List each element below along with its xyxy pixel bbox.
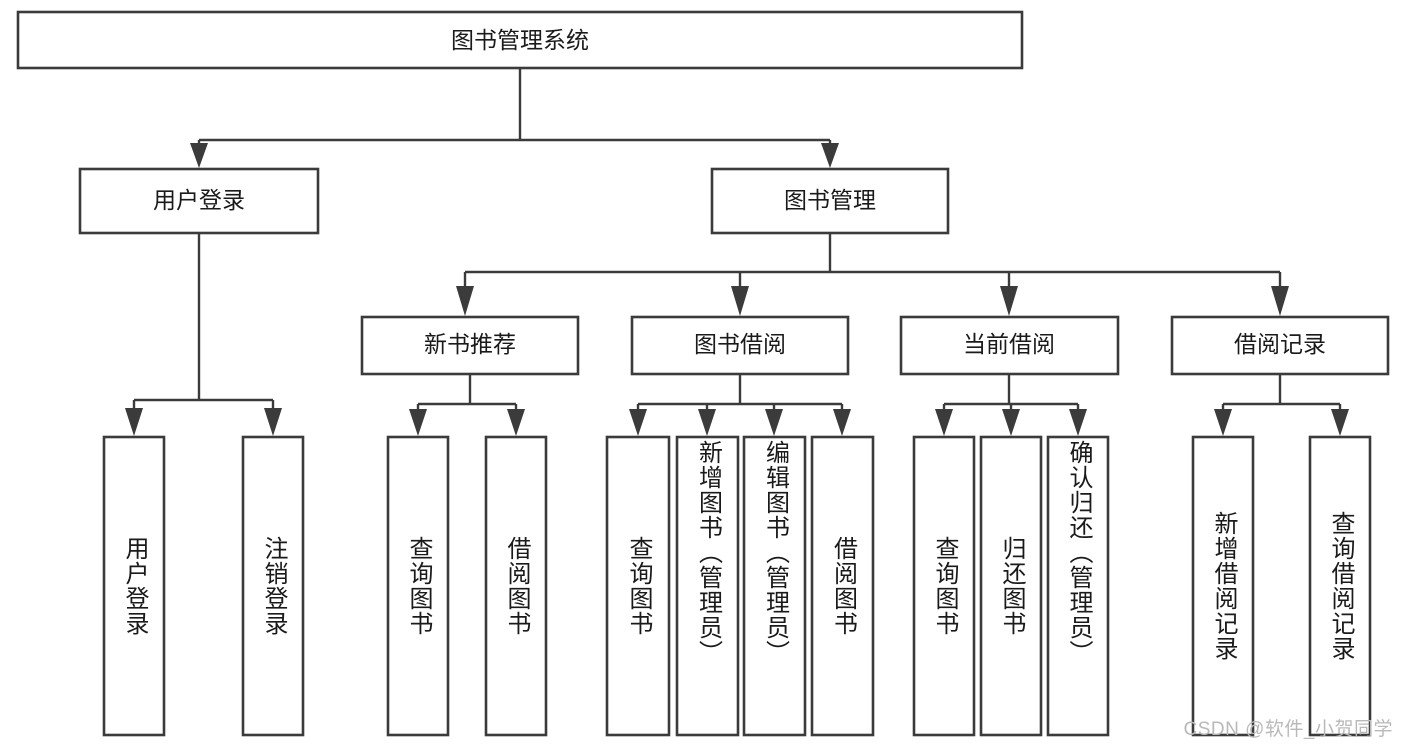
node-box-borrow-record[interactable] bbox=[1170, 315, 1390, 376]
node-label-new-book-recommend: 新书推荐 bbox=[424, 331, 516, 357]
node-label-book-manage: 图书管理 bbox=[784, 187, 876, 213]
connector-group-user-login bbox=[125, 233, 282, 436]
arrow-head-current-borrow bbox=[1000, 286, 1018, 316]
arrow-head-leaf-borrow-book bbox=[833, 409, 851, 436]
arrow-head-to-book-manage bbox=[821, 143, 839, 168]
node-box-leaf-query-borrow-record[interactable] bbox=[1308, 435, 1372, 737]
node-box-leaf-confirm-return-admin[interactable] bbox=[1046, 435, 1110, 737]
arrow-head-book-borrow bbox=[731, 286, 749, 316]
node-box-book-manage[interactable] bbox=[710, 167, 950, 235]
node-box-leaf-query-book-borrow[interactable] bbox=[605, 435, 671, 737]
arrow-head-leaf-add-book-admin bbox=[698, 409, 716, 436]
arrow-head-leaf-confirm-return-admin bbox=[1069, 409, 1087, 436]
arrow-head-leaf-logout bbox=[264, 408, 282, 436]
connector-group-book-manage bbox=[456, 233, 1289, 316]
node-box-book-borrow[interactable] bbox=[630, 315, 850, 376]
node-book-borrow[interactable]: 图书借阅 bbox=[630, 315, 850, 376]
arrow-head-leaf-borrow-book-new bbox=[507, 409, 525, 436]
node-box-leaf-logout[interactable] bbox=[241, 435, 305, 737]
node-box-new-book-recommend[interactable] bbox=[360, 315, 580, 376]
node-box-leaf-add-book-admin[interactable] bbox=[675, 435, 740, 737]
node-box-root[interactable] bbox=[16, 10, 1024, 70]
connector-group-new-book-recommend bbox=[409, 374, 525, 436]
node-box-leaf-borrow-book-new[interactable] bbox=[484, 435, 548, 737]
node-box-leaf-add-borrow-record[interactable] bbox=[1191, 435, 1255, 737]
node-label-user-login: 用户登录 bbox=[153, 187, 245, 213]
connector-group-borrow-record bbox=[1214, 374, 1349, 436]
node-borrow-record[interactable]: 借阅记录 bbox=[1170, 315, 1390, 376]
node-book-manage[interactable]: 图书管理 bbox=[710, 167, 950, 235]
node-user-login[interactable]: 用户登录 bbox=[78, 167, 320, 235]
arrow-head-leaf-return-book bbox=[1002, 409, 1020, 436]
node-root[interactable]: 图书管理系统 bbox=[16, 10, 1024, 70]
connector-group-current-borrow bbox=[935, 374, 1087, 436]
node-label-root: 图书管理系统 bbox=[451, 27, 589, 53]
node-box-leaf-query-book-new[interactable] bbox=[386, 435, 450, 737]
arrow-head-leaf-edit-book-admin bbox=[765, 409, 783, 436]
node-new-book-recommend[interactable]: 新书推荐 bbox=[360, 315, 580, 376]
leaf-boxes-group bbox=[102, 435, 1372, 737]
arrow-head-leaf-user-login bbox=[125, 408, 143, 436]
node-label-book-borrow: 图书借阅 bbox=[694, 331, 786, 357]
arrow-head-leaf-add-borrow-record bbox=[1214, 409, 1232, 436]
node-box-leaf-borrow-book[interactable] bbox=[810, 435, 875, 737]
arrow-head-leaf-query-book-current bbox=[935, 409, 953, 436]
connector-group-root bbox=[190, 68, 839, 168]
arrow-head-leaf-query-borrow-record bbox=[1331, 409, 1349, 436]
node-current-borrow[interactable]: 当前借阅 bbox=[899, 315, 1120, 376]
arrow-head-leaf-query-book-borrow bbox=[629, 409, 647, 436]
arrow-head-to-user-login bbox=[190, 143, 208, 168]
arrow-head-leaf-query-book-new bbox=[409, 409, 427, 436]
node-box-leaf-edit-book-admin[interactable] bbox=[742, 435, 807, 737]
node-box-leaf-query-book-current[interactable] bbox=[912, 435, 976, 737]
node-box-leaf-user-login[interactable] bbox=[102, 435, 166, 737]
csdn-watermark: CSDN @软件_小贺同学 bbox=[1183, 719, 1393, 740]
node-label-current-borrow: 当前借阅 bbox=[963, 331, 1055, 357]
node-label-borrow-record: 借阅记录 bbox=[1234, 331, 1326, 357]
arrow-head-borrow-record bbox=[1271, 286, 1289, 316]
node-box-leaf-return-book[interactable] bbox=[979, 435, 1043, 737]
arrow-head-new-book-recommend bbox=[456, 286, 474, 316]
node-box-user-login[interactable] bbox=[78, 167, 320, 235]
node-box-current-borrow[interactable] bbox=[899, 315, 1120, 376]
connector-group-book-borrow bbox=[629, 374, 851, 436]
